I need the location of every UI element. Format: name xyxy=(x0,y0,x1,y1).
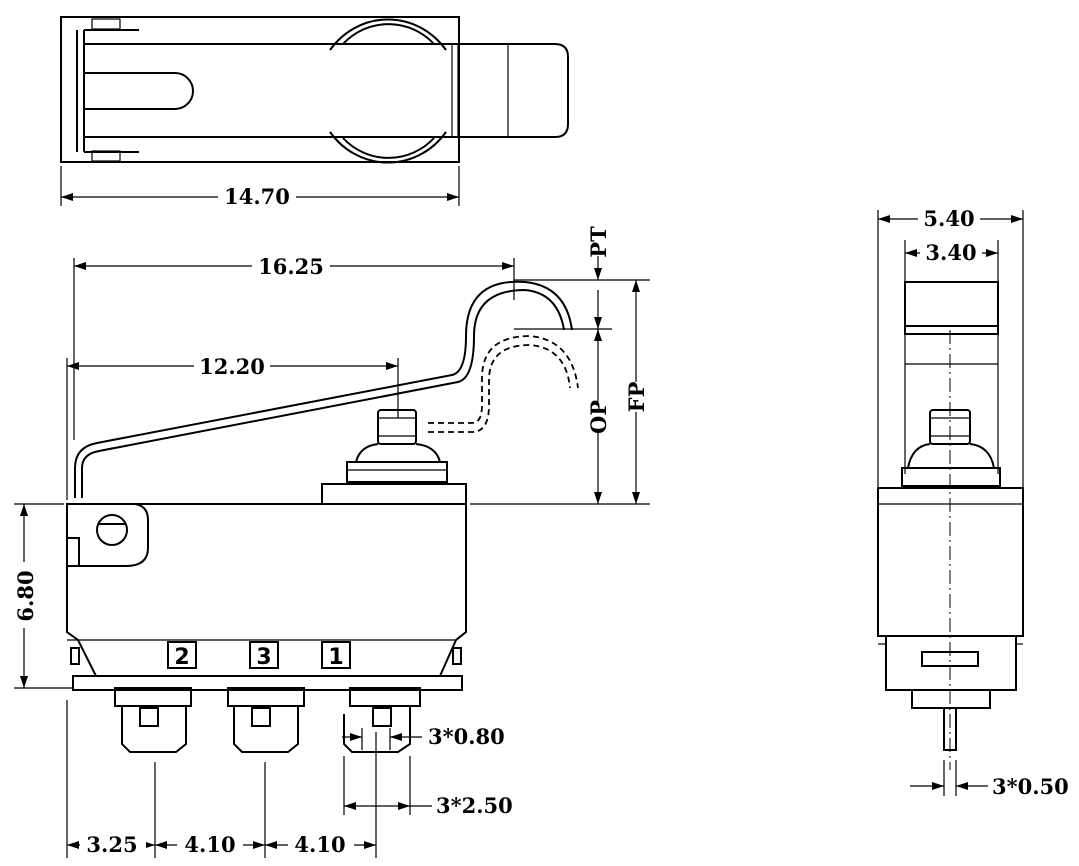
terminal-number-2: 2 xyxy=(174,645,189,670)
dimension-terminal-span: 3*2.50 xyxy=(436,793,513,818)
dimension-body-height: 6.80 xyxy=(13,570,38,621)
label-fp: FP xyxy=(624,381,649,412)
dimension-pitch-first: 3.25 xyxy=(86,832,137,857)
dimension-lever-length: 16.25 xyxy=(258,254,324,279)
side-view: 5.40 3.40 3*0.50 xyxy=(877,206,1069,799)
terminal-1 xyxy=(343,687,421,753)
terminal-number-3: 3 xyxy=(256,645,271,670)
label-pt: PT xyxy=(586,226,611,258)
label-op: OP xyxy=(586,400,611,434)
terminal-2 xyxy=(114,687,192,753)
dimension-side-terminal-thickness: 3*0.50 xyxy=(992,774,1069,799)
dimension-pitch-second: 4.10 xyxy=(184,832,235,857)
dimension-side-width: 5.40 xyxy=(923,206,974,231)
top-view: 14.70 xyxy=(60,16,569,210)
dimension-top-width: 14.70 xyxy=(224,184,290,209)
dimension-pitch-third: 4.10 xyxy=(294,832,345,857)
dimension-side-plunger-width: 3.40 xyxy=(925,240,976,265)
dimension-terminal-width: 3*0.80 xyxy=(428,724,505,749)
dimension-actuator-position: 12.20 xyxy=(199,354,265,379)
front-view: 16.25 12.20 xyxy=(10,226,650,858)
terminal-3 xyxy=(227,687,305,753)
terminal-number-1: 1 xyxy=(328,645,343,670)
